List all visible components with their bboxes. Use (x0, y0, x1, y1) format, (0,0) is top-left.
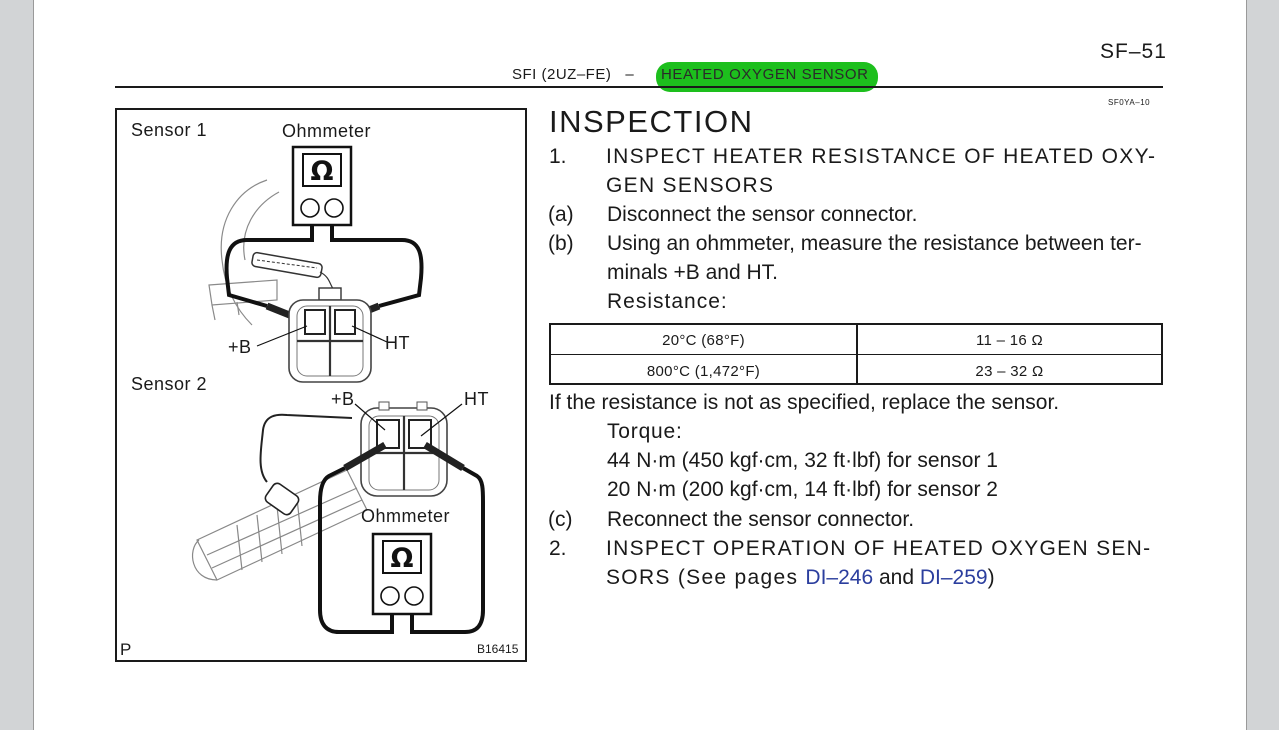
figure-corner-letter: P (120, 640, 132, 659)
ohmmeter-1-label: Ohmmeter (282, 121, 372, 141)
ohm-symbol-2: Ω (391, 543, 414, 574)
header-topic: HEATED OXYGEN SENSOR (661, 66, 869, 83)
link-di-259[interactable]: DI–259 (919, 566, 988, 589)
torque-sensor-1: 44 N·m (450 kgf·cm, 32 ft·lbf) for senso… (607, 449, 998, 472)
step-2-prefix: SORS (See pages (606, 566, 806, 589)
table-row-divider (551, 354, 1161, 355)
document-code: SF0YA–10 (1108, 98, 1151, 107)
substep-b-text-line-2: minals +B and HT. (607, 261, 778, 284)
resistance-label: Resistance: (607, 290, 728, 313)
ht-1-label: HT (385, 333, 410, 353)
sensor-inspection-figure: Ω Ω Sensor 1 Ohmmeter +B HT Sensor 2 +B … (115, 108, 527, 662)
wiring-diagram: Ω Ω (191, 145, 485, 634)
ohmmeter-2-label: Ohmmeter (361, 506, 451, 526)
substep-c-text: Reconnect the sensor connector. (607, 508, 915, 531)
section-title: INSPECTION (549, 104, 754, 139)
ht-2-leader (420, 403, 463, 437)
torque-label: Torque: (607, 420, 683, 443)
ohm-symbol-1: Ω (311, 156, 334, 187)
connector-1 (288, 287, 372, 383)
ht-2-label: HT (464, 389, 489, 409)
plus-b-2-label: +B (331, 389, 355, 409)
plus-b-1-label: +B (228, 337, 252, 357)
ohmmeter-2-icon (371, 532, 433, 616)
step-2-heading-line-1: INSPECT OPERATION OF HEATED OXYGEN SEN- (606, 537, 1152, 560)
plus-b-1-leader (256, 325, 308, 347)
substep-a-text: Disconnect the sensor connector. (607, 203, 918, 226)
sensor-2-label: Sensor 2 (131, 374, 208, 394)
replace-instruction: If the resistance is not as specified, r… (549, 391, 1060, 414)
figure-code: B16415 (477, 642, 519, 656)
torque-sensor-2: 20 N·m (200 kgf·cm, 14 ft·lbf) for senso… (607, 478, 998, 501)
oxygen-sensor-1 (251, 251, 338, 293)
table-cell-temp-2: 800°C (1,472°F) (646, 363, 761, 380)
substep-b-label: (b) (548, 232, 574, 255)
substep-b-text-line-1: Using an ohmmeter, measure the resistanc… (607, 232, 1142, 255)
substep-a-label: (a) (548, 203, 574, 226)
step-1-heading-line-2: GEN SENSORS (606, 174, 775, 197)
table-cell-temp-1: 20°C (68°F) (662, 332, 745, 349)
plus-b-2-leader (354, 403, 386, 431)
step-2-suffix: ) (987, 566, 995, 589)
resistance-spec-table: 20°C (68°F) 11 – 16 Ω 800°C (1,472°F) 23… (549, 323, 1163, 385)
test-leads-2 (318, 466, 485, 634)
sensor-1-label: Sensor 1 (131, 120, 208, 140)
link-di-246[interactable]: DI–246 (805, 566, 874, 589)
engine-sketch (208, 179, 280, 326)
test-leads-1 (224, 225, 424, 308)
ht-1-leader (351, 325, 388, 343)
oxygen-sensor-2 (259, 413, 353, 516)
table-cell-value-2: 23 – 32 Ω (975, 363, 1044, 380)
table-cell-value-1: 11 – 16 Ω (975, 332, 1043, 349)
header-rule (115, 86, 1163, 88)
page-number: SF–51 (1100, 40, 1167, 63)
substep-c-label: (c) (548, 508, 573, 531)
step-2-and: and (873, 566, 920, 589)
ohmmeter-1-icon (291, 145, 353, 227)
step-1-heading-line-1: INSPECT HEATER RESISTANCE OF HEATED OXY- (606, 145, 1157, 168)
document-page: SF–51 SFI (2UZ–FE) – HEATED OXYGEN SENSO… (33, 0, 1247, 730)
step-2-heading-line-2: SORS (See pages DI–246 and DI–259) (606, 566, 995, 590)
step-1-number: 1. (549, 145, 567, 168)
exhaust-sketch (191, 469, 368, 581)
step-2-number: 2. (549, 537, 567, 560)
probe-tips-2 (343, 441, 465, 472)
header-section: SFI (2UZ–FE) – (512, 66, 635, 83)
